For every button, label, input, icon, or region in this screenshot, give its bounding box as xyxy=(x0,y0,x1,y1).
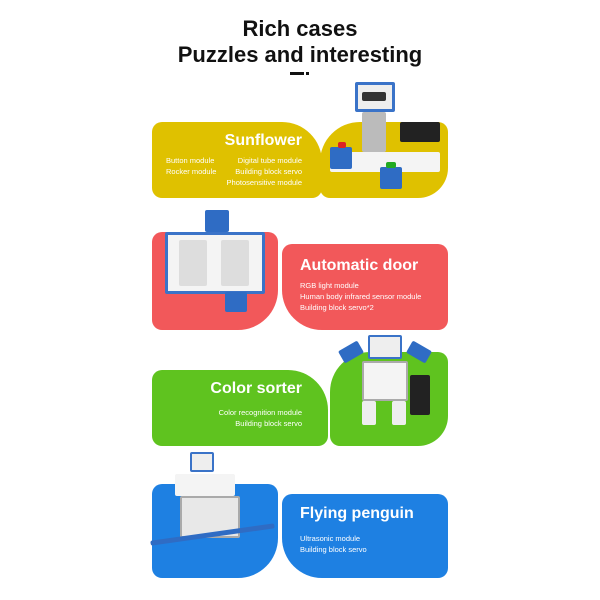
heading-line2: Puzzles and interesting xyxy=(177,42,423,67)
heading-line1: Rich cases xyxy=(242,16,358,41)
sunflower-text-panel xyxy=(152,122,322,198)
module: Human body infrared sensor module xyxy=(300,292,422,301)
case-modules: Button module Digital tube module Rocker … xyxy=(166,155,302,188)
module: Building block servo xyxy=(235,419,302,428)
title-underline xyxy=(290,72,304,75)
module: Building block servo*2 xyxy=(300,303,374,312)
module: Building block servo xyxy=(235,167,302,176)
module: RGB light module xyxy=(300,281,359,290)
case-modules: Color recognition module Building block … xyxy=(182,407,302,429)
case-title: Automatic door xyxy=(300,257,419,274)
case-title: Flying penguin xyxy=(300,505,414,522)
penguin-text-panel xyxy=(282,494,448,578)
module: Button module xyxy=(166,156,215,165)
module: Photosensitive module xyxy=(226,178,302,187)
module: Ultrasonic module xyxy=(300,534,361,543)
case-modules: RGB light module Human body infrared sen… xyxy=(300,280,421,313)
case-title: Color sorter xyxy=(210,380,302,397)
door-text-panel xyxy=(282,244,448,330)
sorter-text-panel xyxy=(152,370,328,446)
module: Digital tube module xyxy=(237,156,302,165)
module: Building block servo xyxy=(300,545,367,554)
title-underline-dot xyxy=(306,72,309,75)
case-modules: Ultrasonic module Building block servo xyxy=(300,533,367,555)
module: Rocker module xyxy=(166,167,217,176)
case-title: Sunflower xyxy=(224,132,302,149)
module: Color recognition module xyxy=(218,408,302,417)
